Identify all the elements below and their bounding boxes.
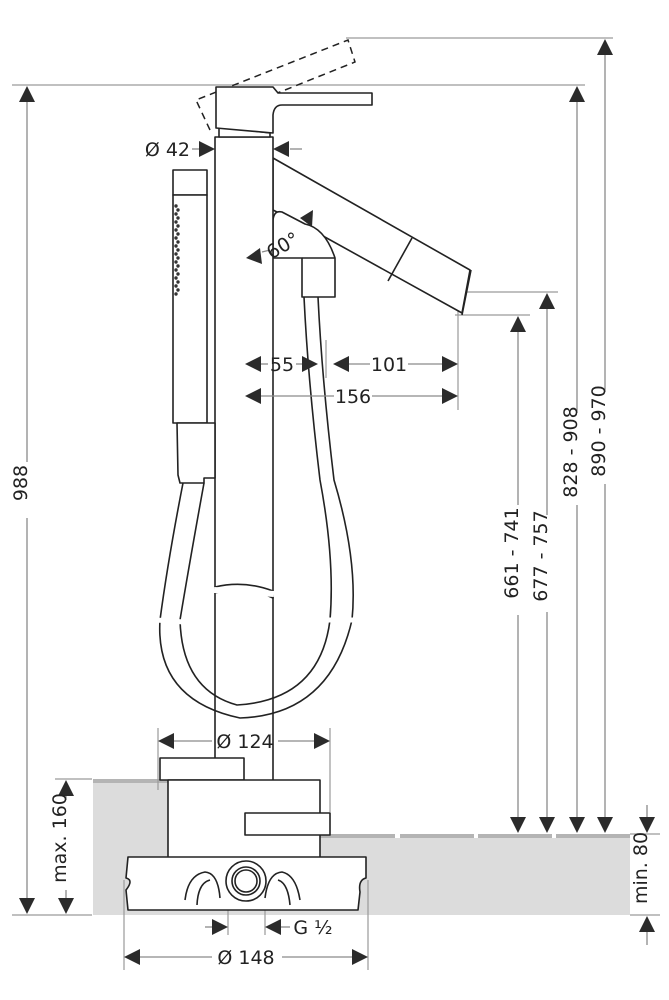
label-pillar-diameter: Ø 42 [145, 139, 190, 161]
dimension-lines [19, 39, 655, 965]
label-min-80: min. 80 [630, 832, 652, 904]
dim-60-line [261, 249, 271, 253]
arrow-124-left [158, 733, 174, 749]
floor-right-block [320, 838, 630, 915]
arrow-80-top [639, 817, 655, 833]
arrow-148-right [352, 949, 368, 965]
arrow-60-right [300, 210, 313, 227]
nozzle-dot [176, 272, 180, 276]
hose-connector [272, 210, 336, 298]
label-max-160: max. 160 [49, 793, 71, 883]
base-rim [244, 812, 331, 836]
floor-tile-3 [478, 834, 552, 838]
label-offset-101: 101 [371, 354, 407, 376]
label-g-thread: G ½ [293, 917, 332, 939]
arrow-988-top [19, 86, 35, 102]
nozzle-dot [176, 232, 180, 236]
spout-joint [387, 237, 413, 282]
arrow-988-bottom [19, 898, 35, 914]
label-890-970: 890 - 970 [588, 385, 610, 476]
arrow-101-right [442, 356, 458, 372]
nozzle-dot [176, 256, 180, 260]
arrow-828-top [569, 86, 585, 102]
nozzle-dot [174, 228, 178, 232]
hose-break-left [155, 617, 185, 625]
spout-tip [461, 269, 472, 316]
arrow-55-left [245, 356, 261, 372]
arrow-g-right [265, 919, 281, 935]
arrow-101-left [333, 356, 349, 372]
arrow-124-right [314, 733, 330, 749]
floor-left-edge [93, 779, 168, 783]
nozzle-dot [174, 284, 178, 288]
nozzle-dot [176, 240, 180, 244]
arrow-677-bottom [539, 817, 555, 833]
box-mounting-feet [184, 871, 301, 906]
label-projection-156: 156 [335, 386, 371, 408]
arrow-661-bottom [510, 817, 526, 833]
arrow-60-left [246, 248, 262, 264]
nozzle-dot [174, 220, 178, 224]
nozzle-dot [174, 268, 178, 272]
base-cap [159, 757, 245, 781]
nozzle-dot [174, 236, 178, 240]
arrow-160-bottom [58, 898, 74, 914]
label-828-908: 828 - 908 [560, 406, 582, 497]
shower-holder [176, 422, 216, 484]
arrow-148-left [124, 949, 140, 965]
nozzle-dot [174, 212, 178, 216]
floor-tile-1 [320, 834, 395, 838]
shower-nozzles [174, 204, 180, 296]
pillar-break-gap [213, 587, 275, 597]
nozzle-dot [176, 208, 180, 212]
arrow-42-right [273, 141, 289, 157]
lever-raised-outline [194, 39, 356, 131]
nozzle-dot [176, 224, 180, 228]
arrow-42-left [199, 141, 215, 157]
arrow-80-bottom [639, 916, 655, 932]
hose-inner [179, 296, 333, 706]
floor-tile-4 [556, 834, 630, 838]
hose-outer [158, 296, 354, 719]
arrow-677-top [539, 293, 555, 309]
label-box-148: Ø 148 [217, 947, 274, 969]
nozzle-dot [176, 280, 180, 284]
dimension-labels: Ø 42 60° 55 101 156 Ø 124 G ½ Ø 148 988 … [10, 139, 652, 969]
hand-shower-head [172, 169, 208, 196]
label-total-988: 988 [10, 465, 32, 501]
arrow-160-top [58, 780, 74, 796]
arrow-890-top [597, 39, 613, 55]
nozzle-dot [174, 292, 178, 296]
connection-inner [231, 866, 261, 896]
nozzle-dot [176, 264, 180, 268]
arrow-55-right [302, 356, 318, 372]
label-offset-55: 55 [270, 354, 294, 376]
hand-shower-body [172, 194, 208, 424]
arrow-828-bottom [569, 817, 585, 833]
nozzle-dot [174, 260, 178, 264]
label-677-757: 677 - 757 [530, 510, 552, 601]
floor-tile-2 [400, 834, 474, 838]
nozzle-dot [174, 276, 178, 280]
nozzle-dot [174, 204, 178, 208]
lever-handle [215, 86, 373, 134]
nozzle-dot [176, 216, 180, 220]
mixer [125, 39, 472, 911]
connection-thread [234, 869, 258, 893]
nozzle-dot [176, 248, 180, 252]
arrow-156-left [245, 388, 261, 404]
nozzle-dot [174, 244, 178, 248]
arrow-890-bottom [597, 817, 613, 833]
pillar [214, 136, 274, 788]
nozzle-dot [174, 252, 178, 256]
label-base-124: Ø 124 [216, 731, 273, 753]
nozzle-dot [176, 288, 180, 292]
arrow-g-left [212, 919, 228, 935]
arrow-661-top [510, 316, 526, 332]
label-661-741: 661 - 741 [501, 507, 523, 598]
arrow-156-right [442, 388, 458, 404]
